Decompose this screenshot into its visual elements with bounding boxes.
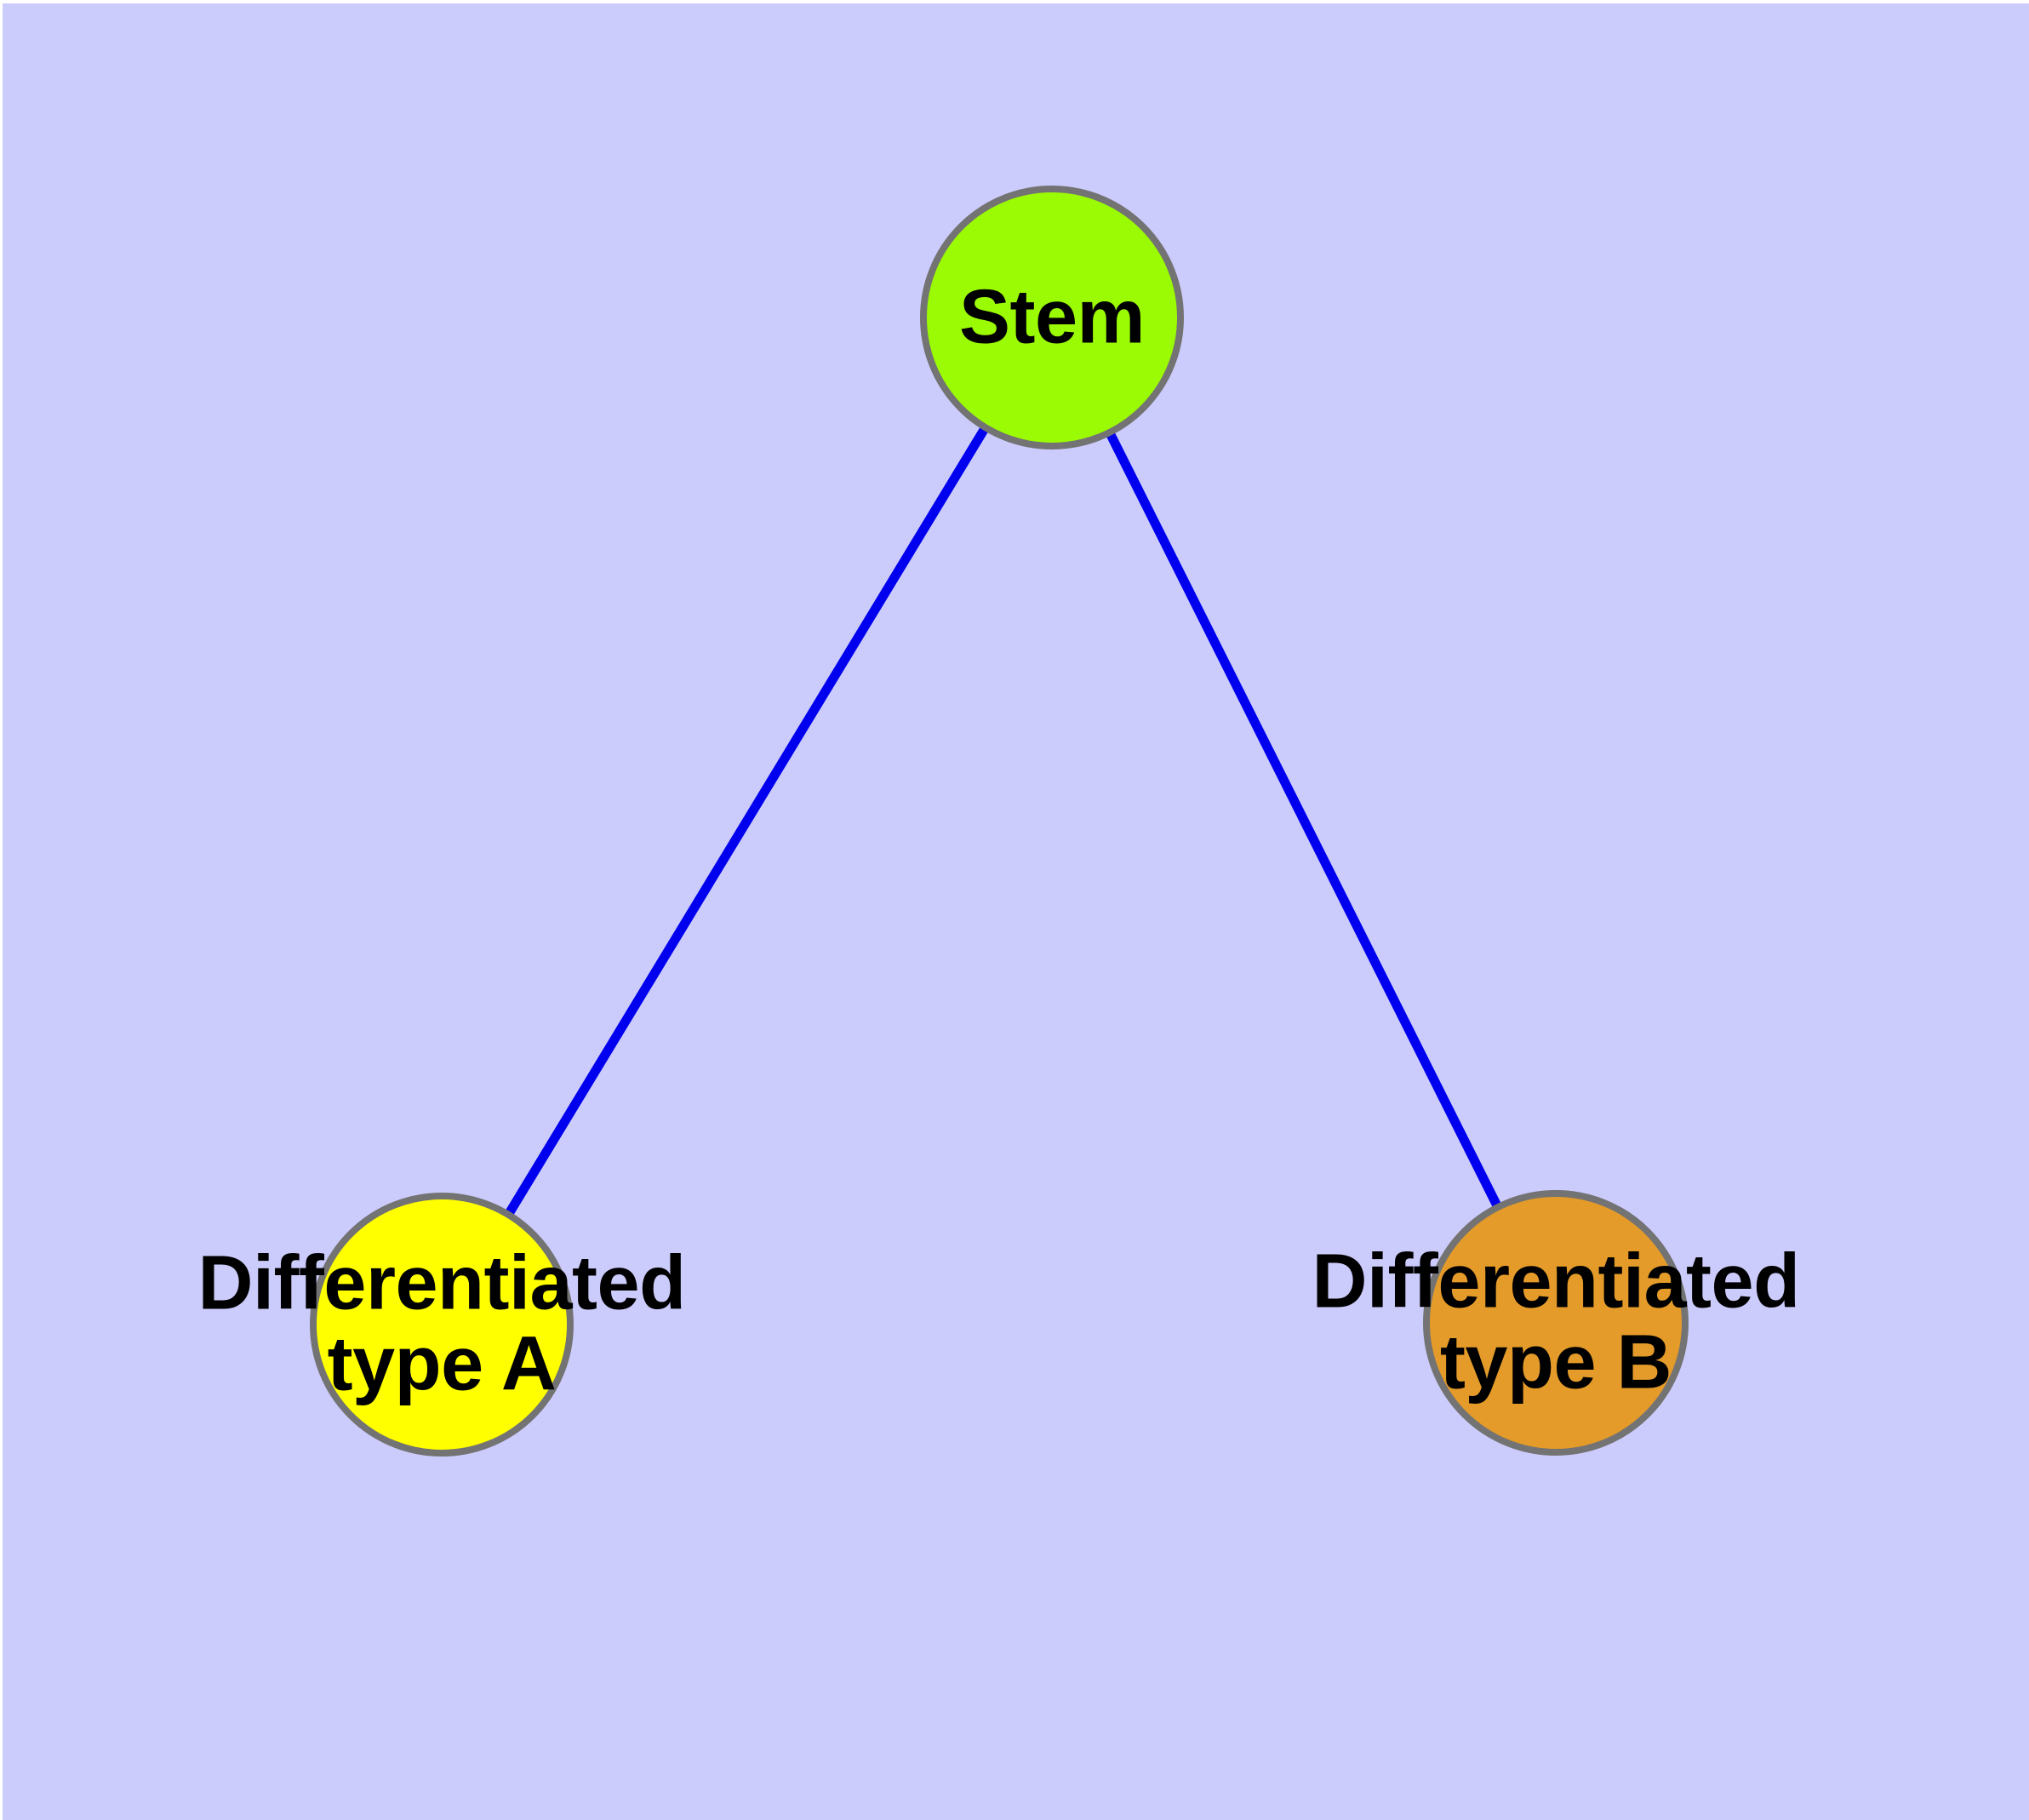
node-circle-stem[interactable] (920, 186, 1184, 449)
node-circle-diff-a[interactable] (310, 1193, 574, 1457)
edge-stem-to-diff-a[interactable] (437, 315, 1056, 1327)
nodes-group (310, 186, 1689, 1457)
node-circle-diff-b[interactable] (1423, 1190, 1689, 1456)
edges-group (437, 315, 1560, 1327)
edge-stem-to-diff-b[interactable] (1048, 315, 1560, 1325)
